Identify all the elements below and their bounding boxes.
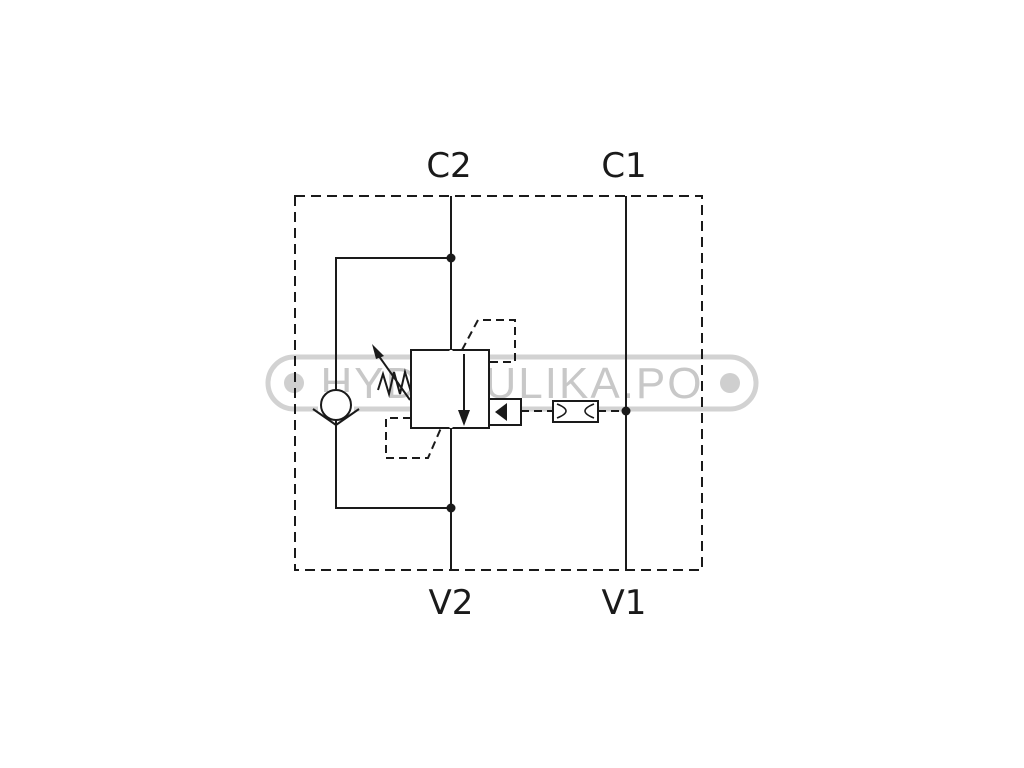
port-label-c1: C1	[601, 146, 646, 186]
internal-pilot-line	[461, 319, 516, 363]
watermark-left-dot	[284, 373, 304, 393]
valve-block-outline	[294, 195, 703, 571]
port-label-c2: C2	[426, 146, 471, 186]
drain-line	[385, 417, 442, 459]
spring-icon	[377, 368, 412, 398]
check-valve-icon	[312, 389, 360, 427]
counterbalance-valve	[372, 319, 522, 459]
junction-bottom	[446, 503, 456, 513]
port-label-v2: V2	[429, 583, 474, 623]
adjustable-arrow-head	[372, 344, 384, 359]
orifice-icon	[552, 400, 599, 423]
port-label-v1: V1	[602, 583, 647, 623]
flow-arrow-head	[458, 410, 470, 426]
adjustable-arrow-shaft	[375, 351, 411, 401]
watermark-right-dot	[720, 373, 740, 393]
bypass-line	[335, 257, 451, 509]
junction-top	[446, 253, 456, 263]
pilot-arrow-icon	[495, 403, 507, 421]
